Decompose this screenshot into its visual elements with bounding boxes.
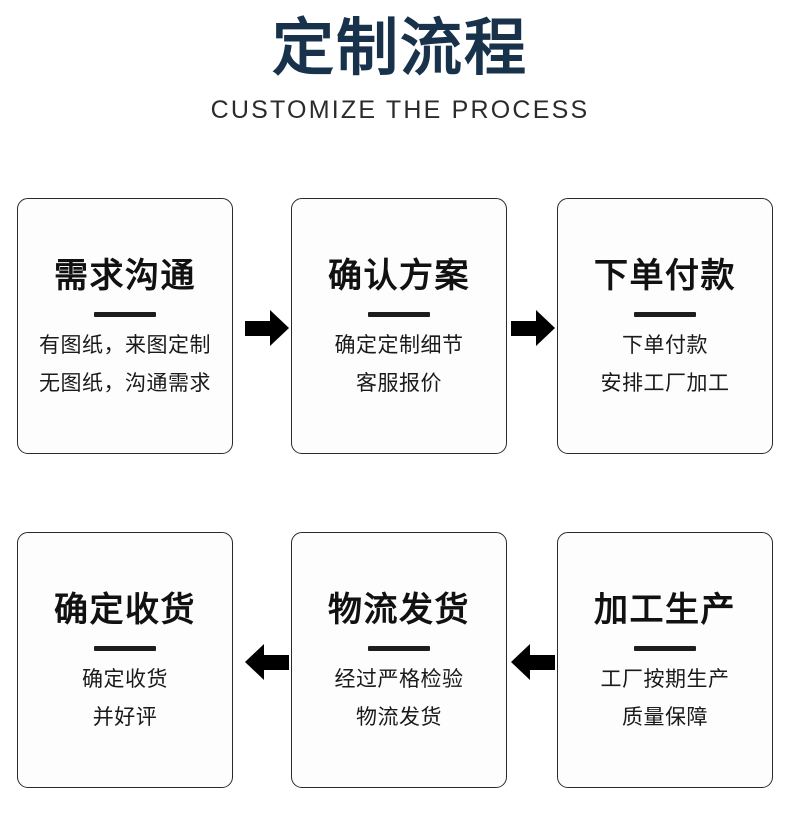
step-description: 工厂按期生产 质量保障 (601, 669, 730, 728)
process-step-card-1: 需求沟通 有图纸，来图定制 无图纸，沟通需求 (17, 198, 233, 454)
step-line: 经过严格检验 (334, 667, 464, 691)
arrow-left-icon (245, 644, 289, 680)
step-line: 有图纸，来图定制 (39, 333, 211, 357)
step-title: 物流发货 (328, 591, 470, 630)
title-divider (94, 311, 156, 317)
step-title: 下单付款 (594, 257, 736, 296)
arrow-head (511, 644, 530, 680)
step-description: 有图纸，来图定制 无图纸，沟通需求 (39, 335, 211, 394)
step-line: 确定定制细节 (334, 333, 464, 357)
step-title: 确认方案 (328, 257, 470, 296)
step-description: 经过严格检验 物流发货 (335, 669, 464, 728)
arrow-shaft (245, 321, 271, 336)
process-step-card-4: 加工生产 工厂按期生产 质量保障 (557, 532, 773, 788)
step-line: 确定收货 (82, 667, 168, 691)
arrow-shaft (529, 655, 555, 670)
step-title: 需求沟通 (54, 257, 196, 296)
title-divider (368, 645, 430, 651)
step-line: 并好评 (92, 705, 158, 729)
step-line: 安排工厂加工 (600, 371, 730, 395)
arrow-head (245, 644, 264, 680)
page-header: 定制流程 CUSTOMIZE THE PROCESS (0, 0, 800, 124)
page-title: 定制流程 (271, 14, 528, 83)
arrow-shaft (263, 655, 289, 670)
arrow-right-icon (511, 310, 555, 346)
step-description: 下单付款 安排工厂加工 (601, 335, 730, 394)
arrow-head (270, 310, 289, 346)
arrow-head (536, 310, 555, 346)
process-step-card-5: 物流发货 经过严格检验 物流发货 (291, 532, 507, 788)
step-title: 加工生产 (594, 591, 736, 630)
arrow-right-icon (245, 310, 289, 346)
step-description: 确定收货 并好评 (82, 669, 168, 728)
title-divider (94, 645, 156, 651)
process-flow: 需求沟通 有图纸，来图定制 无图纸，沟通需求 确认方案 确定定制细节 客服报价 (0, 198, 800, 788)
title-divider (634, 645, 696, 651)
process-step-card-6: 确定收货 确定收货 并好评 (17, 532, 233, 788)
step-title: 确定收货 (54, 591, 196, 630)
step-line: 质量保障 (622, 705, 708, 729)
process-step-card-3: 下单付款 下单付款 安排工厂加工 (557, 198, 773, 454)
page-subtitle: CUSTOMIZE THE PROCESS (210, 95, 590, 124)
title-divider (368, 311, 430, 317)
arrow-shaft (511, 321, 537, 336)
step-line: 工厂按期生产 (600, 667, 730, 691)
process-step-card-2: 确认方案 确定定制细节 客服报价 (291, 198, 507, 454)
step-line: 客服报价 (356, 371, 442, 395)
process-row-bottom: 确定收货 确定收货 并好评 物流发货 经过严格检验 物流发货 (0, 532, 800, 788)
process-row-top: 需求沟通 有图纸，来图定制 无图纸，沟通需求 确认方案 确定定制细节 客服报价 (0, 198, 800, 454)
step-line: 下单付款 (622, 333, 708, 357)
arrow-left-icon (511, 644, 555, 680)
step-line: 无图纸，沟通需求 (39, 371, 211, 395)
title-divider (634, 311, 696, 317)
step-line: 物流发货 (356, 705, 442, 729)
step-description: 确定定制细节 客服报价 (335, 335, 464, 394)
